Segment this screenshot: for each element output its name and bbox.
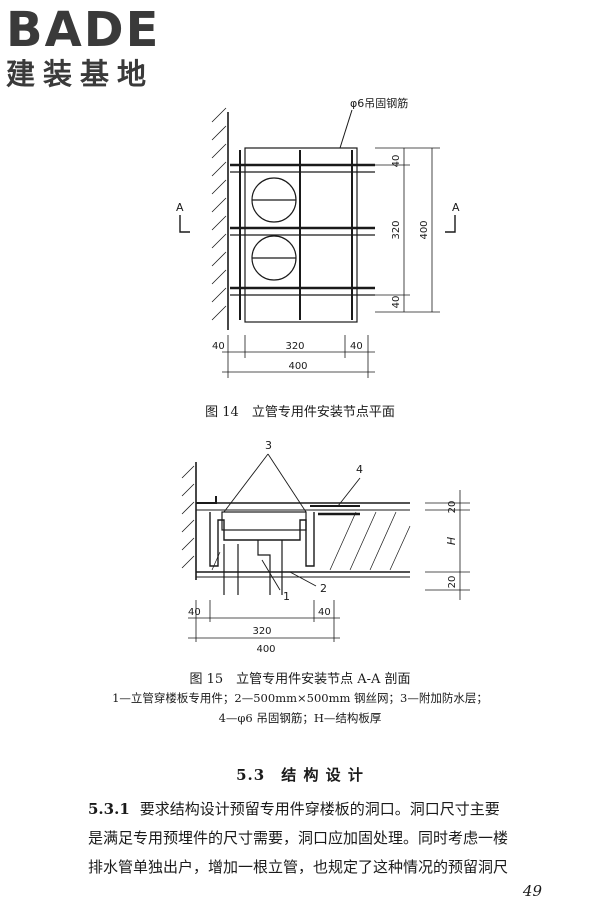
- dim-40-bottom: 40: [391, 296, 402, 309]
- dim-40-left: 40: [212, 341, 225, 352]
- section-mark-right: A: [452, 201, 460, 214]
- section-title: 结 构 设 计: [281, 766, 364, 784]
- section-mark-left: A: [176, 201, 184, 214]
- logo-wordmark: BADE: [6, 2, 161, 58]
- dim-320-horizontal: 320: [252, 626, 271, 637]
- clause-line2: 是满足专用预埋件的尺寸需要，洞口应加固处理。同时考虑一楼: [88, 829, 509, 847]
- dim-40-right: 40: [350, 341, 363, 352]
- clause-5-3-1: 5.3.1 要求结构设计预留专用件穿楼板的洞口。洞口尺寸主要 是满足专用预埋件的尺…: [88, 795, 588, 882]
- clause-line1: 要求结构设计预留专用件穿楼板的洞口。洞口尺寸主要: [139, 800, 500, 818]
- section-heading: 5.3 结 构 设 计: [0, 764, 600, 785]
- dim-400-vertical: 400: [419, 220, 430, 239]
- dim-h: H: [445, 537, 458, 545]
- callout-1: 1: [283, 590, 290, 603]
- dim-400-horizontal: 400: [256, 644, 275, 655]
- dim-40-top: 40: [391, 155, 402, 168]
- dim-400-horizontal: 400: [288, 361, 307, 372]
- figure-15-note-line2: 4—φ6 吊固钢筋；H—结构板厚: [218, 711, 382, 725]
- dim-20-top: 20: [447, 501, 458, 514]
- callout-2: 2: [320, 582, 327, 595]
- logo-subtitle: 建装基地: [6, 57, 155, 91]
- dim-320-vertical: 320: [391, 220, 402, 239]
- dim-20-bottom: 20: [447, 576, 458, 589]
- rebar-label: φ6吊固钢筋: [350, 96, 408, 110]
- figure-15-section-drawing: 3 4 1 2 20 H 20 40 320 40 400: [181, 439, 470, 655]
- dim-40-right: 40: [318, 607, 331, 618]
- clause-number: 5.3.1: [88, 800, 130, 818]
- section-number: 5.3: [236, 766, 266, 784]
- callout-4: 4: [356, 463, 363, 476]
- figure-15-note-line1: 1—立管穿楼板专用件；2—500mm×500mm 钢丝网；3—附加防水层；: [112, 691, 488, 705]
- figure-14-plan-drawing: φ6吊固钢筋 40 320 400 40 40 320 40 400 A A: [176, 96, 460, 378]
- clause-line3: 排水管单独出户，增加一根立管，也规定了这种情况的预留洞尺: [88, 858, 509, 876]
- dim-40-left: 40: [188, 607, 201, 618]
- figure-15-caption: 图 15 立管专用件安装节点 A-A 剖面: [189, 672, 411, 687]
- page-number: 49: [522, 882, 542, 900]
- bade-logo: BADE 建装基地: [6, 4, 178, 90]
- dim-320-horizontal: 320: [285, 341, 304, 352]
- callout-3: 3: [265, 439, 272, 452]
- figure-14-caption: 图 14 立管专用件安装节点平面: [205, 405, 395, 420]
